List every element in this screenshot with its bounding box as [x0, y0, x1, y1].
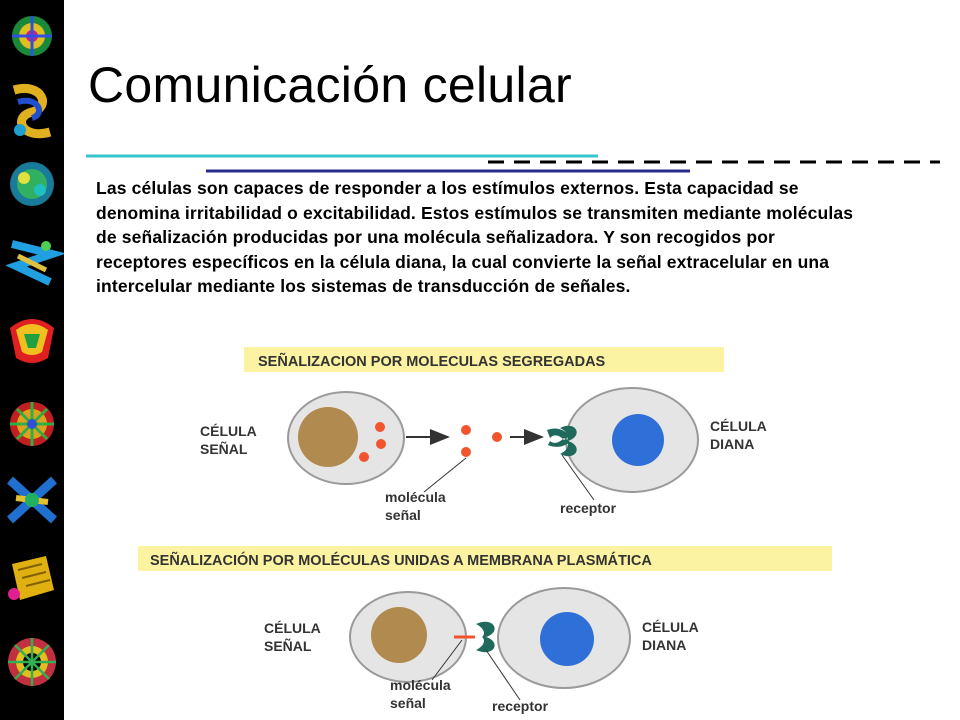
- receptor-icon: [547, 428, 570, 447]
- protein-structure-icon: [5, 240, 64, 286]
- target-cell-label-line1: CÉLULA: [642, 619, 699, 635]
- heading-secreted: SEÑALIZACION POR MOLECULAS SEGREGADAS: [258, 352, 606, 370]
- molecule-label-line2: señal: [385, 507, 421, 523]
- receptor-label: receptor: [560, 500, 617, 516]
- signal-molecule: [461, 447, 471, 457]
- title-underline: [86, 154, 940, 173]
- protein-structure-icon: [8, 556, 54, 600]
- heading-band-secreted: [244, 347, 724, 372]
- protein-structure-icon: [10, 319, 54, 363]
- signal-cell-label-line2: SEÑAL: [264, 637, 312, 654]
- signal-molecule: [359, 452, 369, 462]
- target-cell-nucleus: [540, 612, 594, 666]
- heading-membrane: SEÑALIZACIÓN POR MOLÉCULAS UNIDAS A MEMB…: [150, 551, 652, 569]
- slide-title: Comunicación celular: [88, 57, 573, 113]
- protein-structure-icon: [6, 476, 58, 524]
- molecule-label-line1: molécula: [390, 677, 451, 693]
- signal-molecule: [461, 425, 471, 435]
- protein-structure-icon: [10, 402, 54, 446]
- target-cell-label-line2: DIANA: [642, 637, 686, 653]
- target-cell-label-line1: CÉLULA: [710, 418, 767, 434]
- signal-molecule: [376, 439, 386, 449]
- protein-structure-icon: [10, 162, 54, 206]
- signal-cell-label-line1: CÉLULA: [264, 620, 321, 636]
- receptor-pointer: [485, 649, 521, 701]
- molecule-label-line1: molécula: [385, 489, 446, 505]
- protein-structure-icon: [12, 16, 52, 56]
- molecule-pointer: [423, 457, 467, 493]
- protein-structure-icon: [12, 83, 52, 139]
- protein-structure-icon: [8, 638, 56, 686]
- target-cell-label-line2: DIANA: [710, 436, 754, 452]
- molecule-pointer: [431, 639, 463, 681]
- body-paragraph: Las células son capaces de responder a l…: [96, 178, 854, 297]
- receptor-label: receptor: [492, 698, 549, 714]
- signal-cell-label-line2: SEÑAL: [200, 440, 248, 457]
- signal-molecule: [375, 422, 385, 432]
- signal-cell-nucleus: [298, 407, 358, 467]
- signal-cell-label-line1: CÉLULA: [200, 423, 257, 439]
- signal-cell-nucleus: [371, 607, 427, 663]
- receptor-icon: [476, 621, 495, 653]
- molecule-label-line2: señal: [390, 695, 426, 711]
- sidebar: [0, 0, 64, 720]
- receptor-pointer: [561, 454, 595, 501]
- heading-band-membrane: [138, 546, 832, 571]
- target-cell-nucleus: [612, 414, 664, 466]
- receptor-icon: [560, 425, 577, 457]
- signal-molecule: [492, 432, 502, 442]
